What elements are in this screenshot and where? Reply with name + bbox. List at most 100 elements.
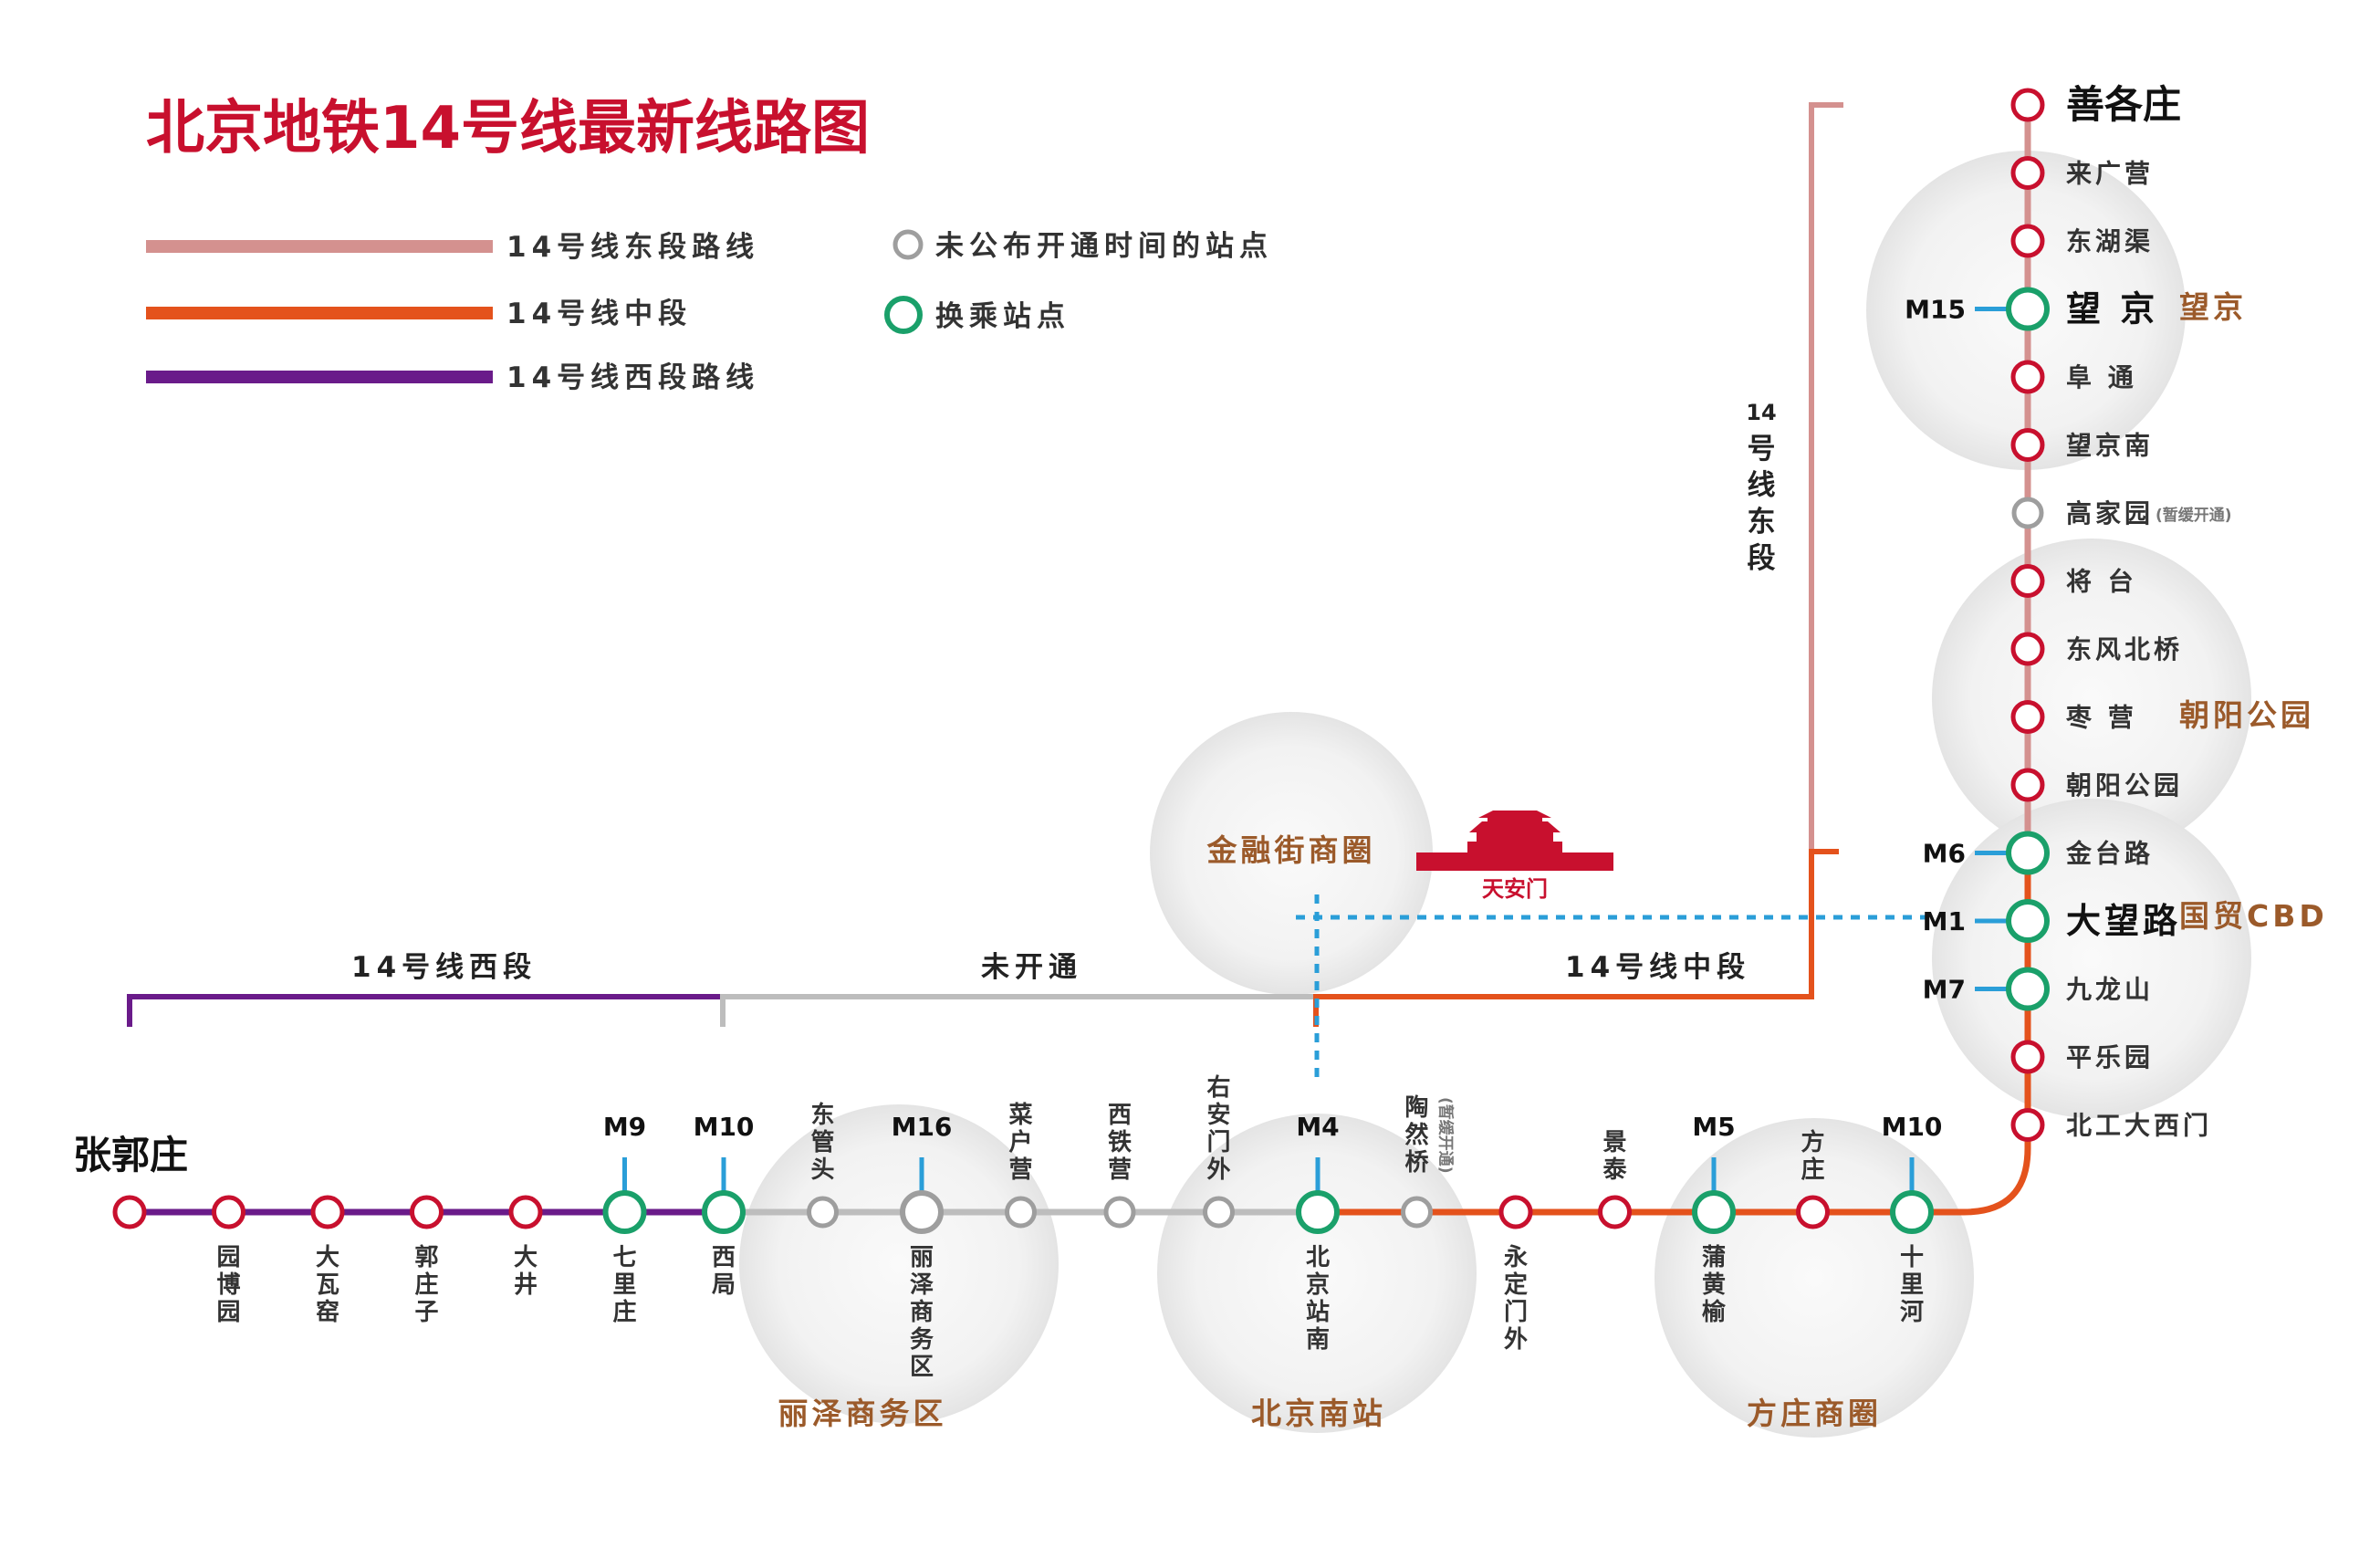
station-label: 枣 营 [2065, 703, 2137, 733]
station-label: 十里河 [1900, 1244, 1924, 1326]
station-marker [900, 1190, 944, 1234]
transfer-line-label: M4 [1296, 1112, 1339, 1142]
station-marker [2011, 497, 2044, 529]
station-marker [2010, 768, 2045, 802]
station-marker [508, 1195, 543, 1229]
station-label: 园博园 [216, 1244, 240, 1326]
station-label: 高家园 [2066, 498, 2154, 528]
station-label: 陶然桥 [1404, 1094, 1429, 1177]
station-marker [602, 1190, 647, 1234]
transfer-line-label: M15 [1905, 295, 1966, 325]
station-label: 蒲黄榆 [1702, 1244, 1727, 1326]
station-marker [1890, 1190, 1934, 1234]
station-marker [2006, 899, 2050, 943]
station-marker [2010, 1108, 2045, 1142]
area-label-chaoyang: 朝阳公园 [2179, 697, 2314, 733]
station-marker [2010, 632, 2045, 666]
station-note: (暂缓开通) [2156, 506, 2232, 525]
area-labels: 金融街商圈 丽泽商务区 北京南站 方庄商圈 望京 朝阳公园 国贸CBD [778, 289, 2328, 1431]
area-circle-beijingnan [1157, 1114, 1477, 1433]
middle-segment-label: 14号线中段 [1565, 951, 1750, 984]
station-label: 东管头 [810, 1101, 834, 1184]
area-label-fangzhuang: 方庄商圈 [1747, 1396, 1882, 1431]
station-marker [2010, 428, 2045, 462]
west-segment-bracket [127, 994, 721, 1027]
transfer-line-label: M16 [892, 1112, 953, 1142]
station-label: 善各庄 [2066, 82, 2181, 127]
area-label-jinrongjie: 金融街商圈 [1206, 832, 1376, 868]
tiananmen-icon [1416, 811, 1613, 871]
station-marker [2010, 700, 2045, 734]
area-circle-lize [739, 1104, 1059, 1424]
station-label: 平乐园 [2066, 1042, 2154, 1072]
station-marker [2010, 88, 2045, 122]
station-label: 景泰 [1602, 1129, 1627, 1184]
area-label-guomao: 国贸CBD [2179, 898, 2328, 934]
east-segment-bracket [1809, 102, 1843, 849]
area-circle-chaoyang [1932, 539, 2251, 858]
station-label: 将 台 [2066, 567, 2137, 597]
station-marker [2006, 287, 2050, 331]
stations [112, 88, 2050, 1234]
station-marker [2010, 224, 2045, 258]
transfer-line-label: M9 [603, 1112, 646, 1142]
station-label: 大瓦窑 [316, 1244, 339, 1326]
legend-west-label: 14号线西段路线 [506, 361, 759, 394]
east-segment-label-char: 号 [1748, 433, 1776, 465]
station-label: 大井 [514, 1244, 538, 1299]
transfer-line-label: M6 [1923, 839, 1966, 869]
transfer-line-label: M7 [1923, 975, 1966, 1005]
east-segment-label: 14 号 线 东 段 [1746, 400, 1776, 575]
legend-unopened-label: 未公布开通时间的站点 [935, 230, 1273, 263]
legend-transfer-icon [884, 296, 923, 334]
station-label: 方庄 [1801, 1128, 1824, 1184]
station-label: 永定门外 [1504, 1244, 1528, 1354]
station-label: 望京南 [2066, 431, 2154, 461]
station-label: 大望路 [2066, 901, 2181, 941]
station-label: 金台路 [2065, 839, 2154, 869]
station-label: 右安门外 [1206, 1074, 1230, 1184]
station-label: 东湖渠 [2066, 226, 2154, 256]
station-marker [702, 1190, 746, 1234]
transfer-line-label: M10 [1882, 1112, 1943, 1142]
station-marker [2010, 564, 2045, 598]
legend-east-label: 14号线东段路线 [506, 231, 759, 264]
station-marker [1796, 1195, 1830, 1229]
legend-middle-label: 14号线中段 [506, 298, 692, 330]
station-label: 北工大西门 [2066, 1111, 2212, 1141]
unopened-segment-bracket [720, 994, 1316, 1027]
station-marker [1203, 1196, 1235, 1229]
station-label: 西局 [712, 1244, 736, 1299]
station-label: 望 京 [2066, 289, 2158, 329]
segment-brackets: 14号线西段 未开通 14号线中段 14 号 线 东 段 [127, 102, 1843, 1027]
station-label: 阜 通 [2066, 362, 2137, 392]
station-label: 九龙山 [2066, 975, 2154, 1005]
area-circle-guomao [1932, 799, 2251, 1118]
station-marker [1498, 1195, 1533, 1229]
station-marker [1401, 1196, 1433, 1229]
middle-line-track [1318, 1124, 2031, 1216]
station-marker [807, 1196, 839, 1229]
east-segment-label-char: 14 [1746, 400, 1776, 425]
east-segment-label-char: 段 [1748, 542, 1776, 575]
legend: 14号线东段路线 14号线中段 14号线西段路线 未公布开通时间的站点 换乘站点 [146, 229, 1273, 394]
station-label: 丽泽商务区 [910, 1244, 934, 1381]
unopened-segment-label: 未开通 [981, 951, 1082, 984]
station-label: 北京站南 [1306, 1244, 1330, 1354]
area-circle-jinrongjie [1150, 712, 1433, 995]
station-label-terminal: 张郭庄 [73, 1133, 188, 1177]
station-marker [2010, 1040, 2045, 1074]
station-marker [2006, 967, 2050, 1011]
station-label: 来广营 [2066, 159, 2154, 189]
legend-transfer-label: 换乘站点 [935, 300, 1070, 333]
station-marker [1005, 1196, 1037, 1229]
area-label-lize: 丽泽商务区 [778, 1396, 947, 1431]
station-label: 朝阳公园 [2066, 770, 2183, 800]
area-label-beijingnan: 北京南站 [1251, 1396, 1386, 1431]
transfer-line-label: M10 [694, 1112, 755, 1142]
page-title: 北京地铁14号线最新线路图 [146, 95, 870, 162]
station-marker [1692, 1190, 1736, 1234]
station-label: 西铁营 [1108, 1102, 1132, 1184]
tiananmen-label: 天安门 [1482, 876, 1548, 902]
